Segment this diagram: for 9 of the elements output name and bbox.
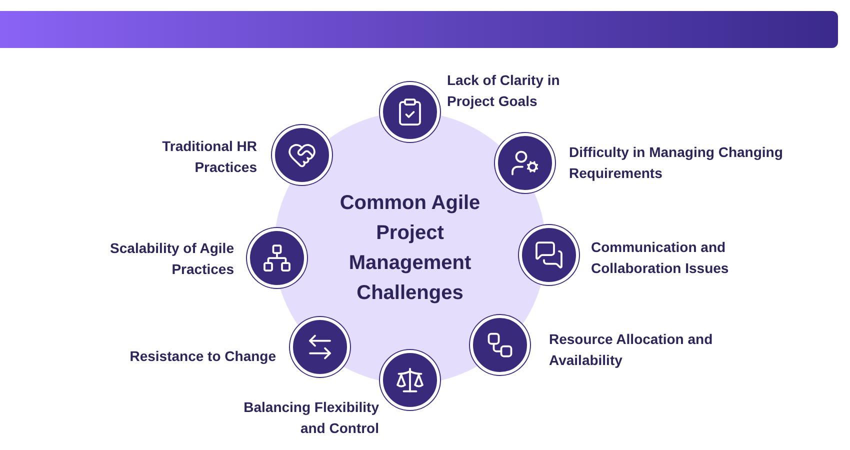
- center-title: Common Agile Project Management Challenges: [338, 191, 482, 306]
- challenge-label: Resistance to Change: [128, 347, 276, 366]
- challenge-label: Lack of Clarity in Project Goals: [447, 71, 561, 111]
- challenge-label: Difficulty in Managing Changing Requirements: [569, 143, 784, 183]
- challenge-label: Communication and Collaboration Issues: [591, 238, 730, 278]
- challenge-label: Scalability of Agile Practices: [109, 239, 234, 279]
- challenge-label: Balancing Flexibility and Control: [242, 398, 379, 438]
- challenge-label: Resource Allocation and Availability: [549, 330, 714, 370]
- challenge-label: Traditional HR Practices: [161, 137, 257, 177]
